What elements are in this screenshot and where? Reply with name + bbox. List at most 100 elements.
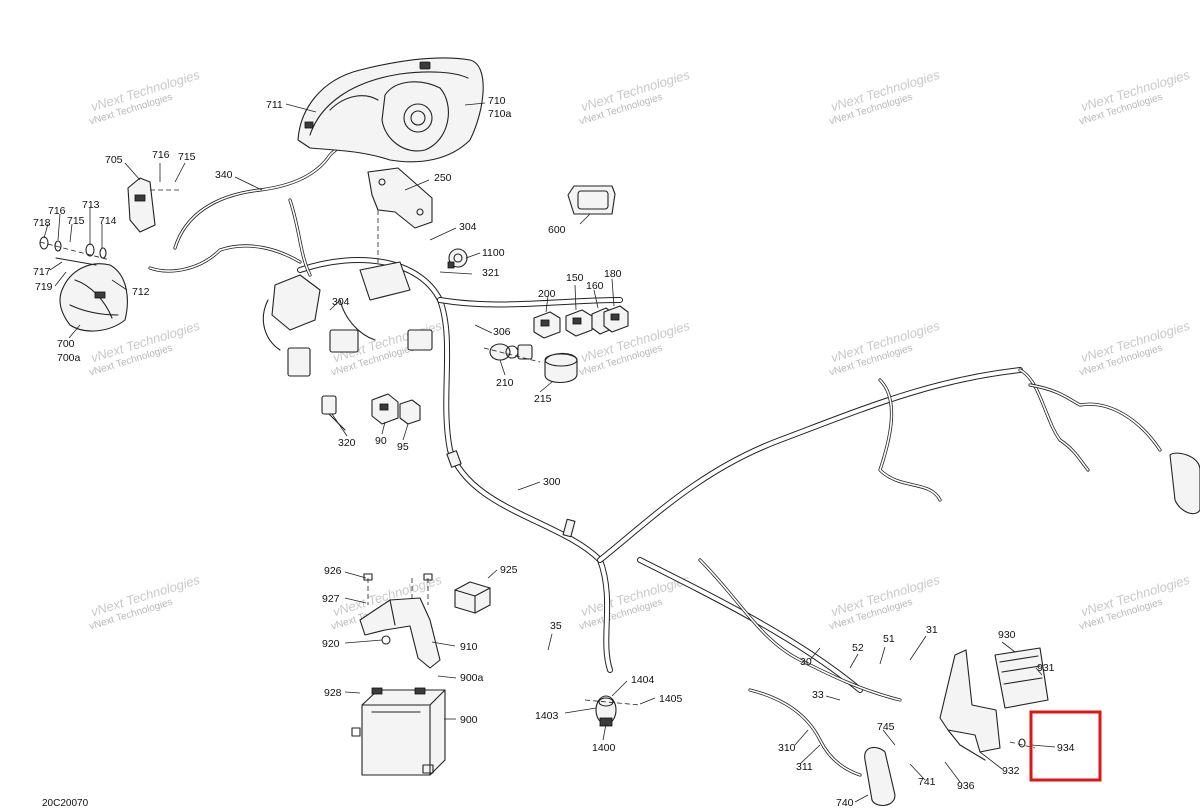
callout-31: 31 bbox=[926, 624, 938, 636]
connector-320 bbox=[321, 395, 346, 431]
central-connectors bbox=[262, 261, 433, 377]
callout-716: 716 bbox=[152, 149, 170, 161]
callout-900a: 900a bbox=[460, 672, 484, 684]
callout-52: 52 bbox=[852, 642, 864, 654]
harness-30 bbox=[698, 368, 1162, 777]
callout-715b: 715 bbox=[67, 215, 85, 227]
callout-718: 718 bbox=[33, 217, 51, 229]
callout-900: 900 bbox=[460, 714, 478, 726]
leader-lines bbox=[43, 102, 1056, 803]
callout-300: 300 bbox=[543, 476, 561, 488]
callout-719: 719 bbox=[35, 281, 53, 293]
callout-920: 920 bbox=[322, 638, 340, 650]
headlight-assembly bbox=[297, 57, 484, 163]
callout-1100: 1100 bbox=[482, 247, 505, 259]
screw-934 bbox=[1009, 738, 1036, 749]
module-930 bbox=[994, 647, 1049, 709]
callout-712: 712 bbox=[132, 286, 150, 298]
callout-926: 926 bbox=[324, 565, 342, 577]
callout-931: 931 bbox=[1037, 662, 1055, 674]
callout-30: 30 bbox=[800, 656, 812, 668]
callout-710: 710 bbox=[488, 95, 506, 107]
callout-1405: 1405 bbox=[659, 693, 683, 705]
callout-310: 310 bbox=[778, 742, 796, 754]
accessory-outlet-210 bbox=[483, 343, 541, 363]
callout-740: 740 bbox=[836, 797, 854, 809]
switch-705 bbox=[127, 177, 180, 233]
callout-340: 340 bbox=[215, 169, 233, 181]
callout-160: 160 bbox=[586, 280, 604, 292]
callout-320: 320 bbox=[338, 437, 356, 449]
callout-705: 705 bbox=[105, 154, 123, 166]
callout-150: 150 bbox=[566, 272, 584, 284]
battery-strap-910 bbox=[359, 597, 441, 669]
callout-labels: 711 710 710a 705 716 715 340 250 718 716… bbox=[33, 95, 1075, 809]
display-600 bbox=[567, 185, 616, 215]
callout-180: 180 bbox=[604, 268, 622, 280]
callout-745: 745 bbox=[877, 721, 895, 733]
right-light-module bbox=[1169, 452, 1200, 515]
solenoid-1400 bbox=[584, 695, 641, 727]
callout-714: 714 bbox=[99, 215, 117, 227]
callout-910: 910 bbox=[460, 641, 478, 653]
callout-717: 717 bbox=[33, 266, 51, 278]
switch-housing-700 bbox=[59, 263, 128, 332]
callout-1403: 1403 bbox=[535, 710, 559, 722]
sensor-1100 bbox=[447, 248, 468, 269]
callout-1400: 1400 bbox=[592, 742, 616, 754]
battery-900 bbox=[351, 687, 446, 776]
bolts-926-927 bbox=[363, 573, 433, 645]
callout-700a: 700a bbox=[57, 352, 81, 364]
fasteners-713-719 bbox=[39, 236, 111, 266]
callout-311: 311 bbox=[796, 761, 813, 773]
callout-33: 33 bbox=[812, 689, 824, 701]
diagram-code: 20C20070 bbox=[42, 798, 89, 809]
callout-715: 715 bbox=[178, 151, 196, 163]
callout-35: 35 bbox=[550, 620, 562, 632]
highlight-box-934[interactable] bbox=[1029, 710, 1102, 782]
callout-925: 925 bbox=[500, 564, 518, 576]
callout-711: 711 bbox=[266, 99, 283, 111]
main-harness-300 bbox=[297, 257, 1023, 693]
callout-927: 927 bbox=[322, 593, 340, 605]
callout-741: 741 bbox=[918, 776, 936, 788]
fuse-925 bbox=[454, 581, 491, 614]
callout-932: 932 bbox=[1002, 765, 1020, 777]
callout-1404: 1404 bbox=[631, 674, 655, 686]
callout-713: 713 bbox=[82, 199, 100, 211]
callout-306: 306 bbox=[493, 326, 511, 338]
module-740 bbox=[864, 746, 896, 806]
callout-200: 200 bbox=[538, 288, 556, 300]
callout-304: 304 bbox=[459, 221, 477, 233]
callout-215: 215 bbox=[534, 393, 552, 405]
bracket-932 bbox=[939, 649, 1001, 761]
callout-928: 928 bbox=[324, 687, 342, 699]
callout-700: 700 bbox=[57, 338, 75, 350]
callout-936: 936 bbox=[957, 780, 975, 792]
callout-710a: 710a bbox=[488, 108, 512, 120]
callout-95: 95 bbox=[397, 441, 409, 453]
rocker-switches bbox=[533, 305, 629, 339]
callout-930: 930 bbox=[998, 629, 1016, 641]
callout-51: 51 bbox=[883, 633, 895, 645]
callout-716b: 716 bbox=[48, 205, 66, 217]
callout-210: 210 bbox=[496, 377, 514, 389]
callout-250: 250 bbox=[434, 172, 452, 184]
switch-90-95 bbox=[371, 393, 421, 425]
callout-90: 90 bbox=[375, 435, 387, 447]
callout-600: 600 bbox=[548, 224, 566, 236]
callout-934: 934 bbox=[1057, 742, 1075, 754]
callout-321: 321 bbox=[482, 267, 500, 279]
callout-304b: 304 bbox=[332, 296, 350, 308]
cap-215 bbox=[544, 352, 578, 384]
